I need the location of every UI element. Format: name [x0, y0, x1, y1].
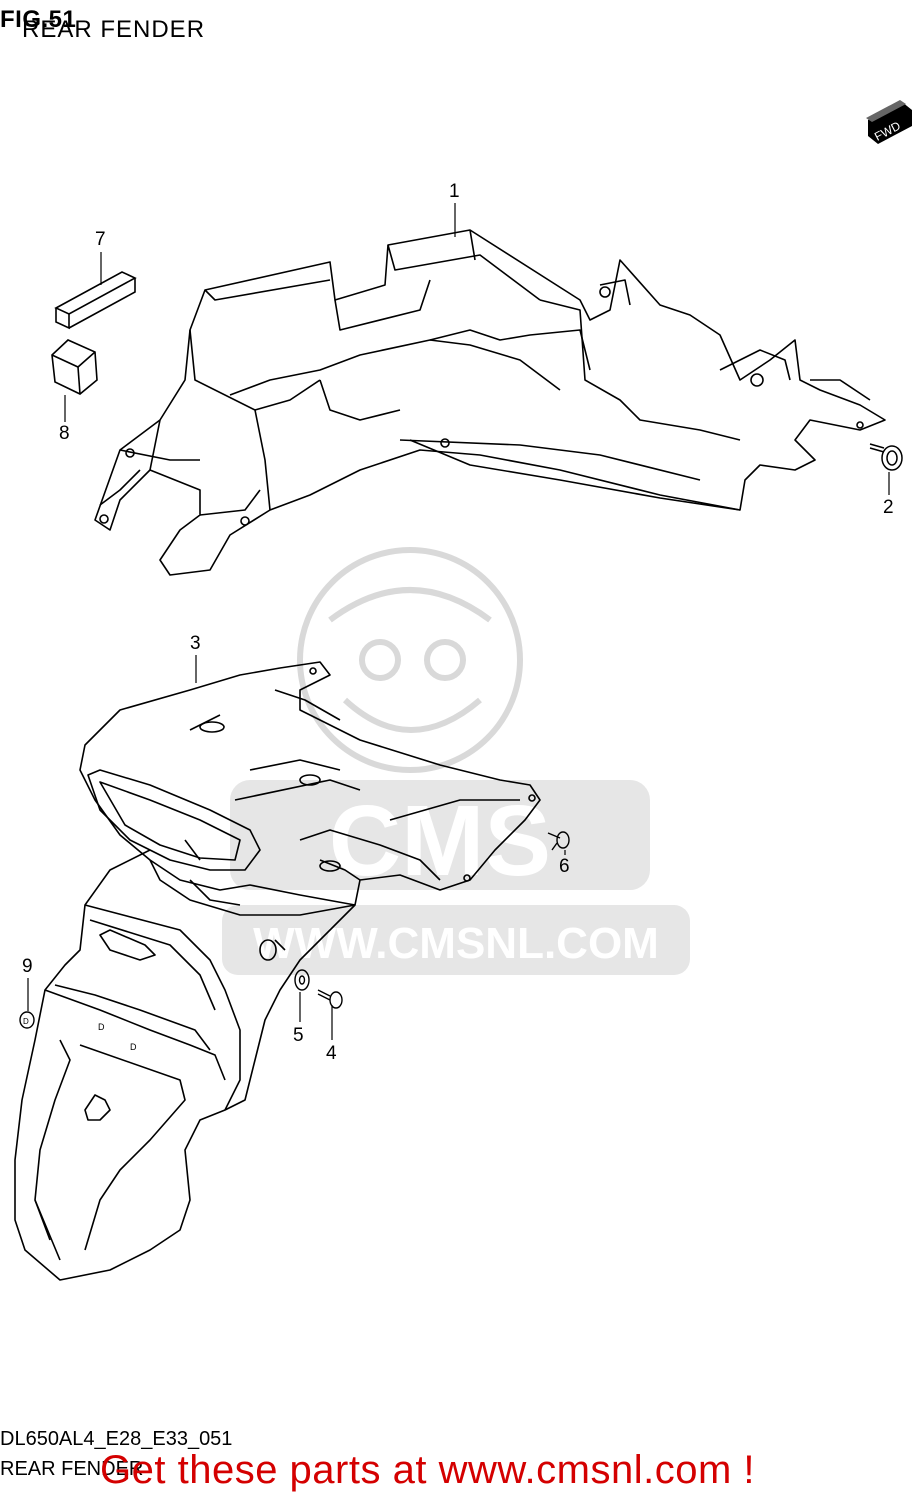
part-6-clip-icon: [547, 831, 570, 851]
part-9-clamp-icon: D: [19, 1011, 35, 1029]
leader-lines: [27, 203, 890, 1040]
figure-title: REAR FENDER: [22, 16, 206, 43]
callout-8[interactable]: 8: [59, 423, 70, 444]
promo-link[interactable]: Get these parts at www.cmsnl.com !: [100, 1448, 755, 1492]
drawing-code: DL650AL4_E28_E33_051: [0, 1428, 233, 1450]
watermark: [222, 547, 690, 975]
part-8-rubber-cushion: [51, 339, 98, 395]
drawing-name: REAR FENDER: [0, 1458, 144, 1480]
part-7-cushion-strip: [54, 271, 137, 330]
part-1-rear-fender-bracket: [94, 229, 886, 576]
callout-6[interactable]: 6: [559, 856, 570, 877]
part-5-washer-icon: [294, 969, 310, 991]
callout-9[interactable]: 9: [22, 956, 33, 977]
figure-number: FIG.51: [0, 6, 77, 33]
callout-4[interactable]: 4: [326, 1043, 337, 1064]
watermark-logo-icon: [297, 547, 523, 773]
watermark-brand-box: [230, 780, 650, 890]
svg-text:D: D: [23, 1017, 29, 1026]
svg-text:D: D: [98, 1022, 105, 1032]
part-2-bolt-icon: [869, 443, 903, 471]
svg-text:D: D: [130, 1042, 137, 1052]
forward-arrow-icon: FWD: [866, 100, 912, 144]
watermark-url: WWW.CMSNL.COM: [253, 919, 659, 968]
callout-3[interactable]: 3: [190, 633, 201, 654]
watermark-url-box: [222, 905, 690, 975]
part-3-license-fender: D D: [14, 849, 356, 1281]
callout-5[interactable]: 5: [293, 1025, 304, 1046]
part-3-rear-fender: [79, 661, 541, 916]
callout-1[interactable]: 1: [449, 181, 460, 202]
part-4-screw-icon: [317, 989, 343, 1009]
callout-7[interactable]: 7: [95, 229, 106, 250]
callout-2[interactable]: 2: [883, 497, 894, 518]
